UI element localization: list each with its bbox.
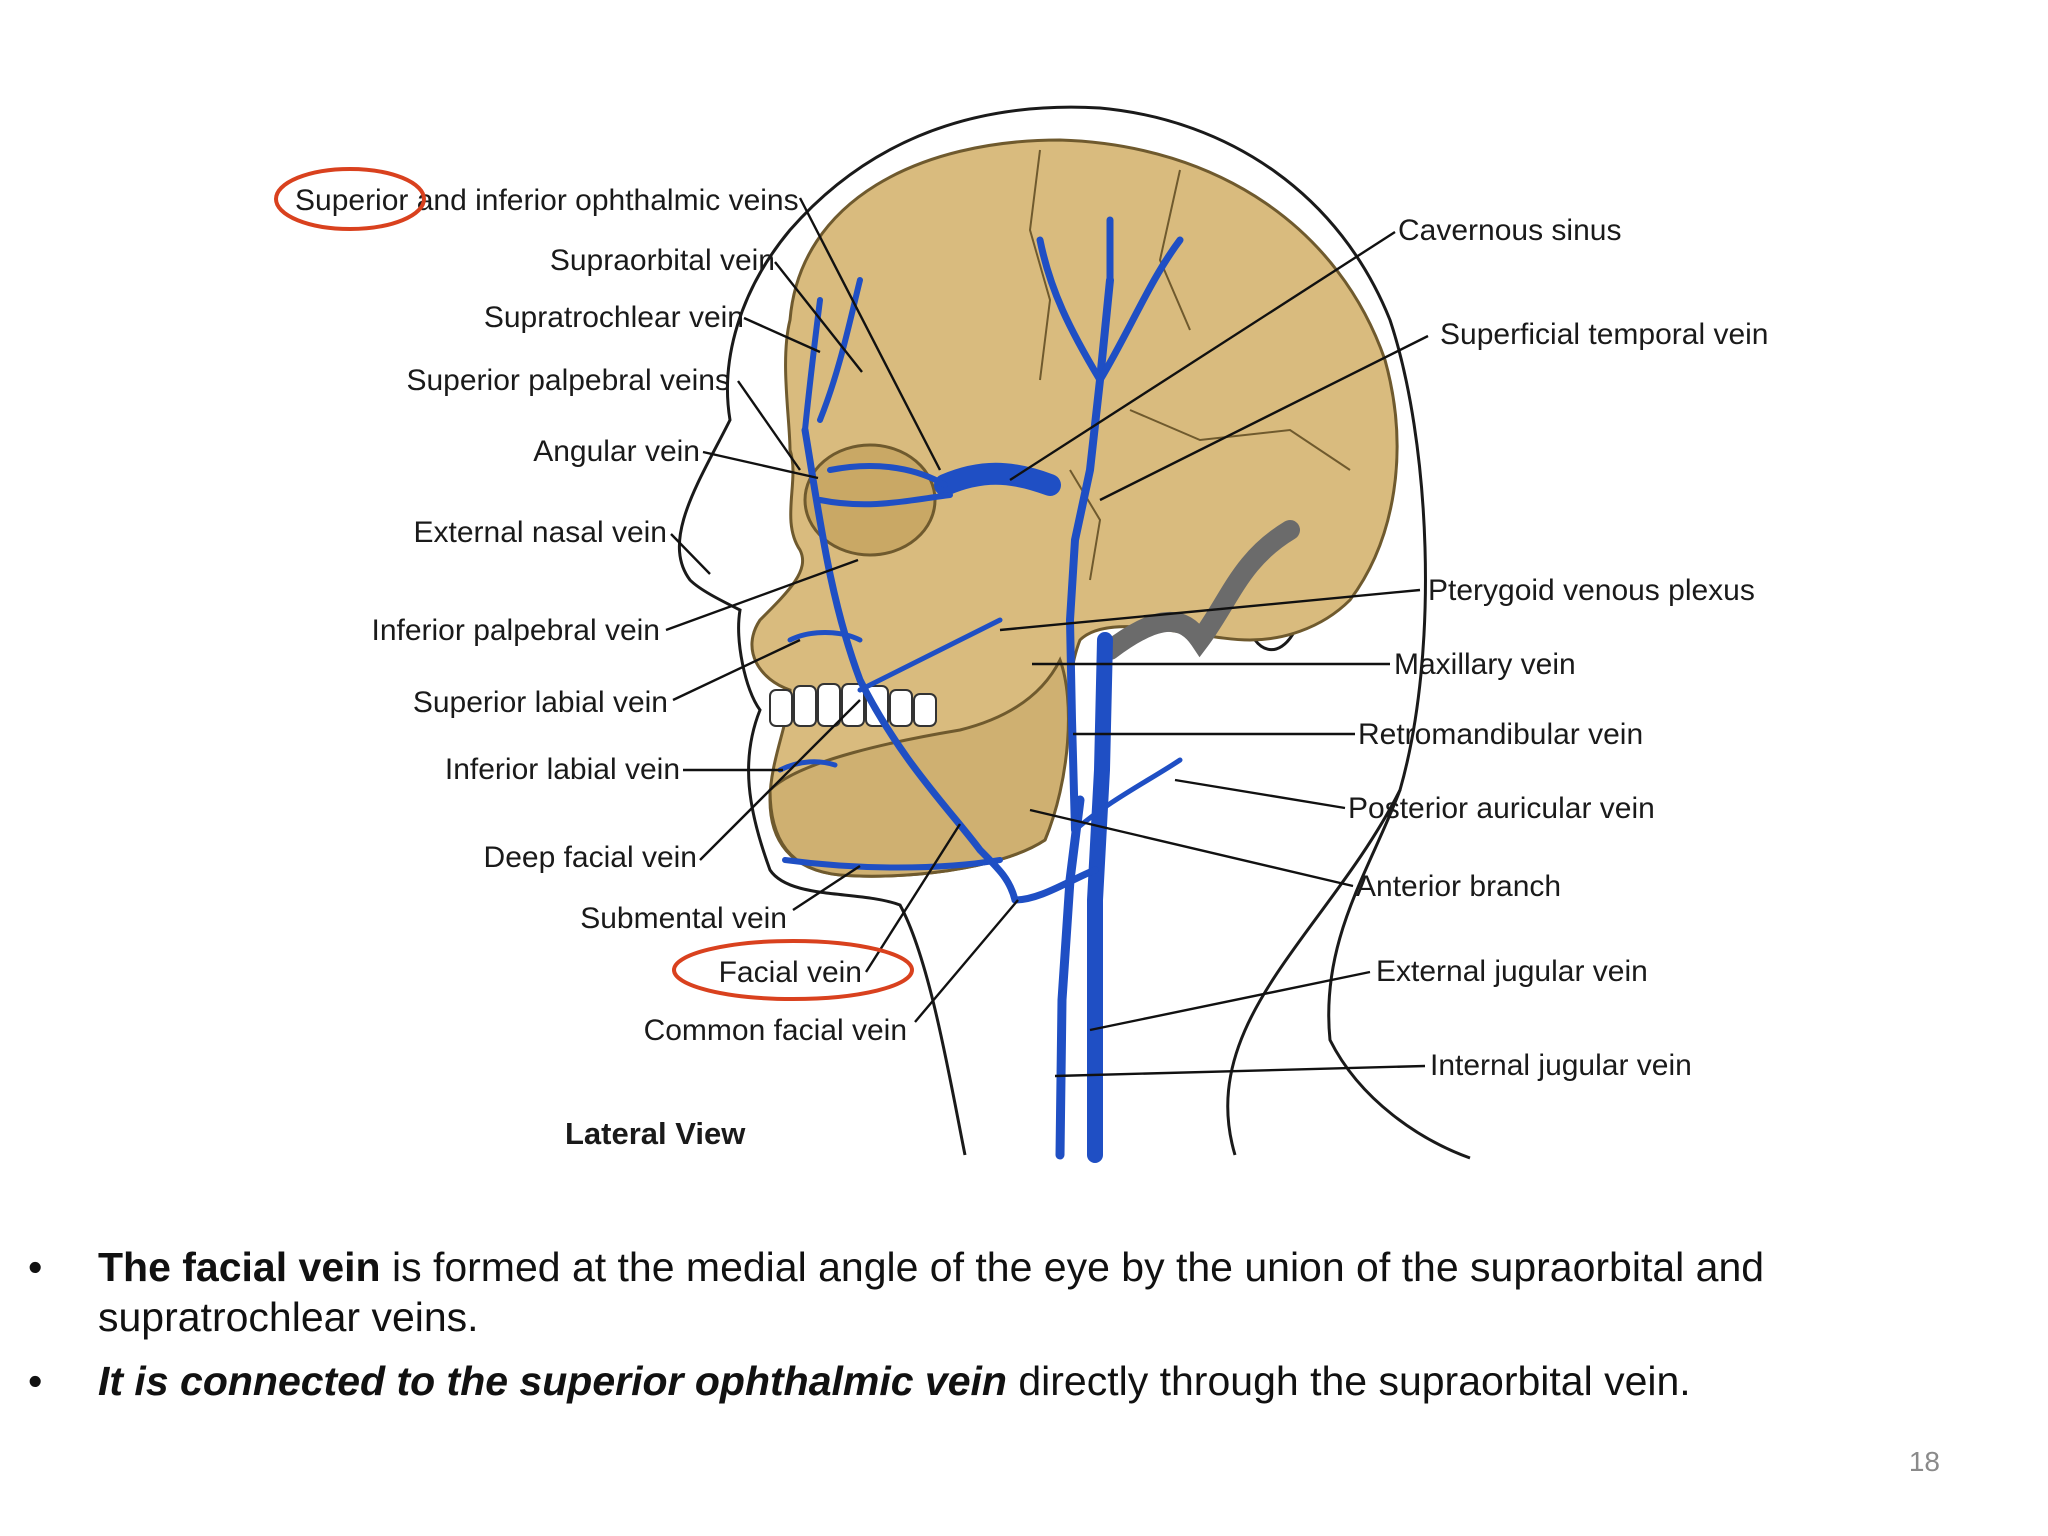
- leader-lines-left: [665, 197, 1019, 1023]
- skull-sutures: [1028, 149, 1351, 581]
- label-common-facial-vein: Common facial vein: [644, 1014, 907, 1047]
- bullet-item-1: • The facial vein is formed at the media…: [28, 1242, 2018, 1342]
- bullet-symbol: •: [28, 1358, 43, 1404]
- common-facial-vein-path: [1011, 866, 1099, 904]
- lateral-head-veins-diagram: Superior and inferior ophthalmic veins S…: [274, 105, 1769, 1163]
- leader-lines-right: [999, 230, 1429, 1078]
- slide-number: 18: [1908, 1446, 1940, 1477]
- label-maxillary-vein: Maxillary vein: [1394, 648, 1576, 681]
- cavernous-sinus-path: [934, 462, 1061, 496]
- head-outline: [678, 105, 1427, 1156]
- highlight-circle-superior: [274, 167, 426, 231]
- label-retromandibular-vein: Retromandibular vein: [1358, 718, 1643, 751]
- label-angular-vein: Angular vein: [533, 435, 700, 468]
- vein-network: [777, 216, 1184, 1163]
- label-internal-jugular-vein: Internal jugular vein: [1430, 1049, 1692, 1082]
- label-posterior-auricular-vein: Posterior auricular vein: [1348, 792, 1655, 825]
- ophthalmic-veins-path: [817, 463, 953, 508]
- bullet-list: • The facial vein is formed at the media…: [28, 1242, 2018, 1420]
- internal-jugular-vein-path: [1087, 632, 1113, 1163]
- labial-veins-path: [777, 630, 863, 773]
- label-submental-vein: Submental vein: [580, 902, 787, 935]
- label-superficial-temporal-vein: Superficial temporal vein: [1440, 318, 1769, 351]
- figure-caption: Lateral View: [565, 1116, 746, 1151]
- label-superior-inferior-ophthalmic-veins: Superior and inferior ophthalmic veins: [295, 184, 799, 217]
- pterygoid-plexus-shape: [1100, 520, 1300, 660]
- label-superior-labial-vein: Superior labial vein: [413, 686, 668, 719]
- mandible: [768, 656, 1070, 878]
- label-inferior-labial-vein: Inferior labial vein: [445, 753, 680, 786]
- posterior-auricular-vein-path: [1072, 757, 1183, 833]
- neck-outline-back: [1327, 789, 1471, 1160]
- superficial-temporal-branches: [1036, 216, 1184, 384]
- submental-vein-path: [782, 857, 1003, 871]
- bullet-2-bold-italic-text: It is connected to the superior ophthalm…: [98, 1358, 1007, 1404]
- label-anterior-branch: Anterior branch: [1356, 870, 1561, 903]
- label-supraorbital-vein: Supraorbital vein: [550, 244, 775, 277]
- external-jugular-vein-path: [1055, 795, 1085, 1160]
- supratrochlear-vein-path: [802, 297, 823, 433]
- label-external-nasal-vein: External nasal vein: [414, 516, 667, 549]
- bullet-1-bold-text: The facial vein: [98, 1244, 381, 1290]
- label-deep-facial-vein: Deep facial vein: [484, 841, 697, 874]
- bullet-symbol: •: [28, 1244, 43, 1290]
- label-pterygoid-venous-plexus: Pterygoid venous plexus: [1428, 574, 1755, 607]
- label-facial-vein: Facial vein: [719, 956, 862, 989]
- bullet-item-2: • It is connected to the superior ophtha…: [28, 1356, 2018, 1406]
- label-supratrochlear-vein: Supratrochlear vein: [484, 301, 744, 334]
- supraorbital-vein-path: [817, 277, 863, 423]
- bullet-2-text: directly through the supraorbital vein.: [1006, 1358, 1691, 1404]
- highlight-circle-facial-vein: [672, 939, 914, 1001]
- label-superior-palpebral-veins: Superior palpebral veins: [406, 364, 730, 397]
- deep-facial-vein-path: [857, 617, 1003, 693]
- label-cavernous-sinus: Cavernous sinus: [1398, 214, 1621, 247]
- label-external-jugular-vein: External jugular vein: [1376, 955, 1648, 988]
- label-inferior-palpebral-vein: Inferior palpebral vein: [371, 614, 660, 647]
- bullet-1-text: is formed at the medial angle of the eye…: [98, 1244, 1765, 1340]
